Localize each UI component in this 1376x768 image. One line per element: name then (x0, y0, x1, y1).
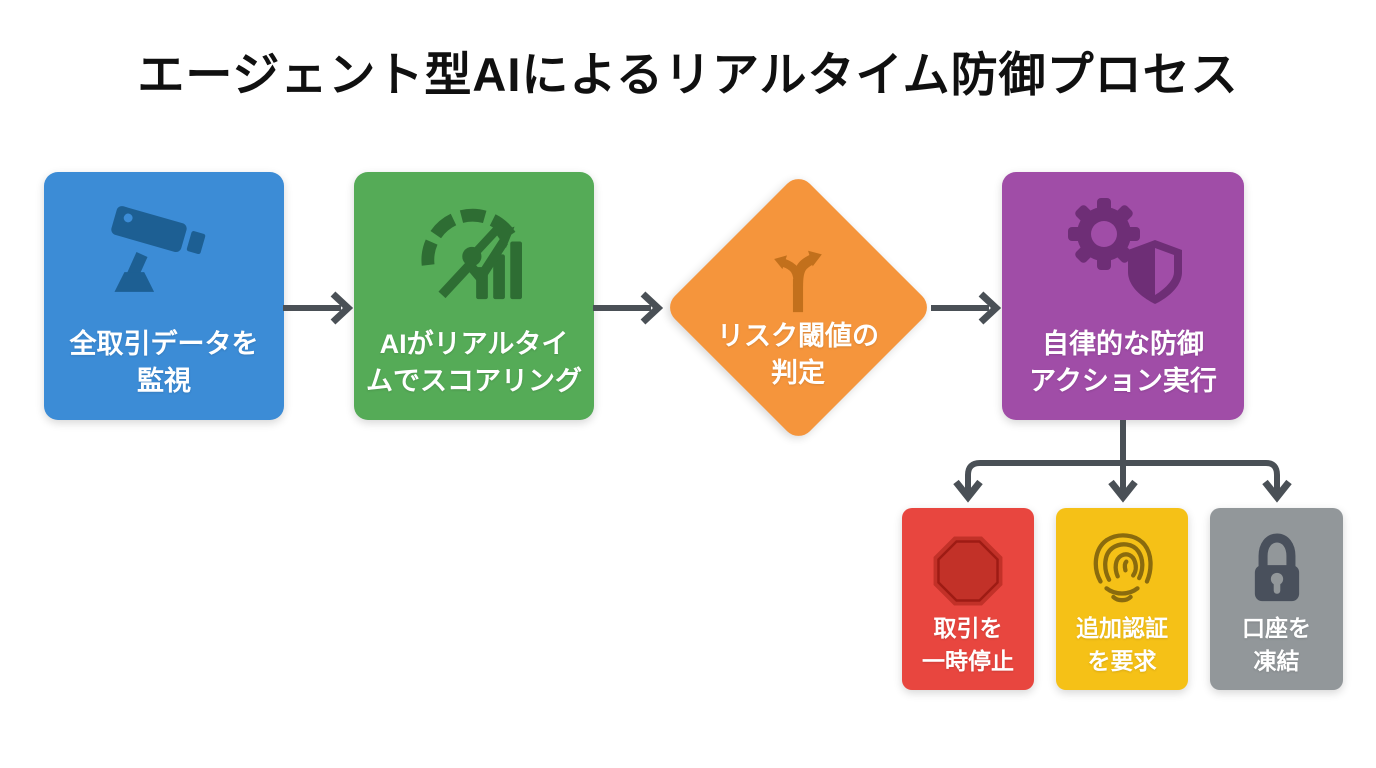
step-label: AIがリアルタイ ムでスコアリング (366, 329, 582, 396)
arrow-decision-to-action (931, 291, 1002, 325)
step-risk-threshold-content: リスク閾値の 判定 (678, 222, 918, 407)
cctv-camera-icon (98, 172, 230, 326)
gear-shield-icon (1056, 172, 1190, 326)
action-require-additional-auth: 追加認証 を要求 (1056, 508, 1188, 690)
fork-arrows-icon (752, 222, 844, 318)
step-ai-realtime-scoring: AIがリアルタイ ムでスコアリング (354, 172, 594, 420)
arrow-monitor-to-scoring (283, 291, 354, 325)
step-autonomous-defense-action: 自律的な防御 アクション実行 (1002, 172, 1244, 420)
arrow-scoring-to-decision (593, 291, 664, 325)
action-pause-transactions: 取引を 一時停止 (902, 508, 1034, 690)
step-label: 全取引データを 監視 (69, 329, 259, 396)
step-monitor-all-transactions: 全取引データを 監視 (44, 172, 284, 420)
action-label: 口座を 凍結 (1242, 615, 1311, 674)
action-label: 取引を 一時停止 (922, 615, 1014, 674)
page-title: エージェント型AIによるリアルタイム防御プロセス (137, 48, 1239, 101)
gauge-trend-icon (410, 172, 538, 326)
action-label: 追加認証 を要求 (1076, 615, 1168, 674)
branch-connector (953, 420, 1292, 503)
stop-sign-icon (927, 508, 1009, 612)
action-freeze-account: 口座を 凍結 (1210, 508, 1343, 690)
step-label: リスク閾値の 判定 (717, 321, 879, 388)
padlock-icon (1236, 508, 1318, 612)
step-label: 自律的な防御 アクション実行 (1029, 329, 1217, 396)
fingerprint-icon (1079, 508, 1165, 612)
